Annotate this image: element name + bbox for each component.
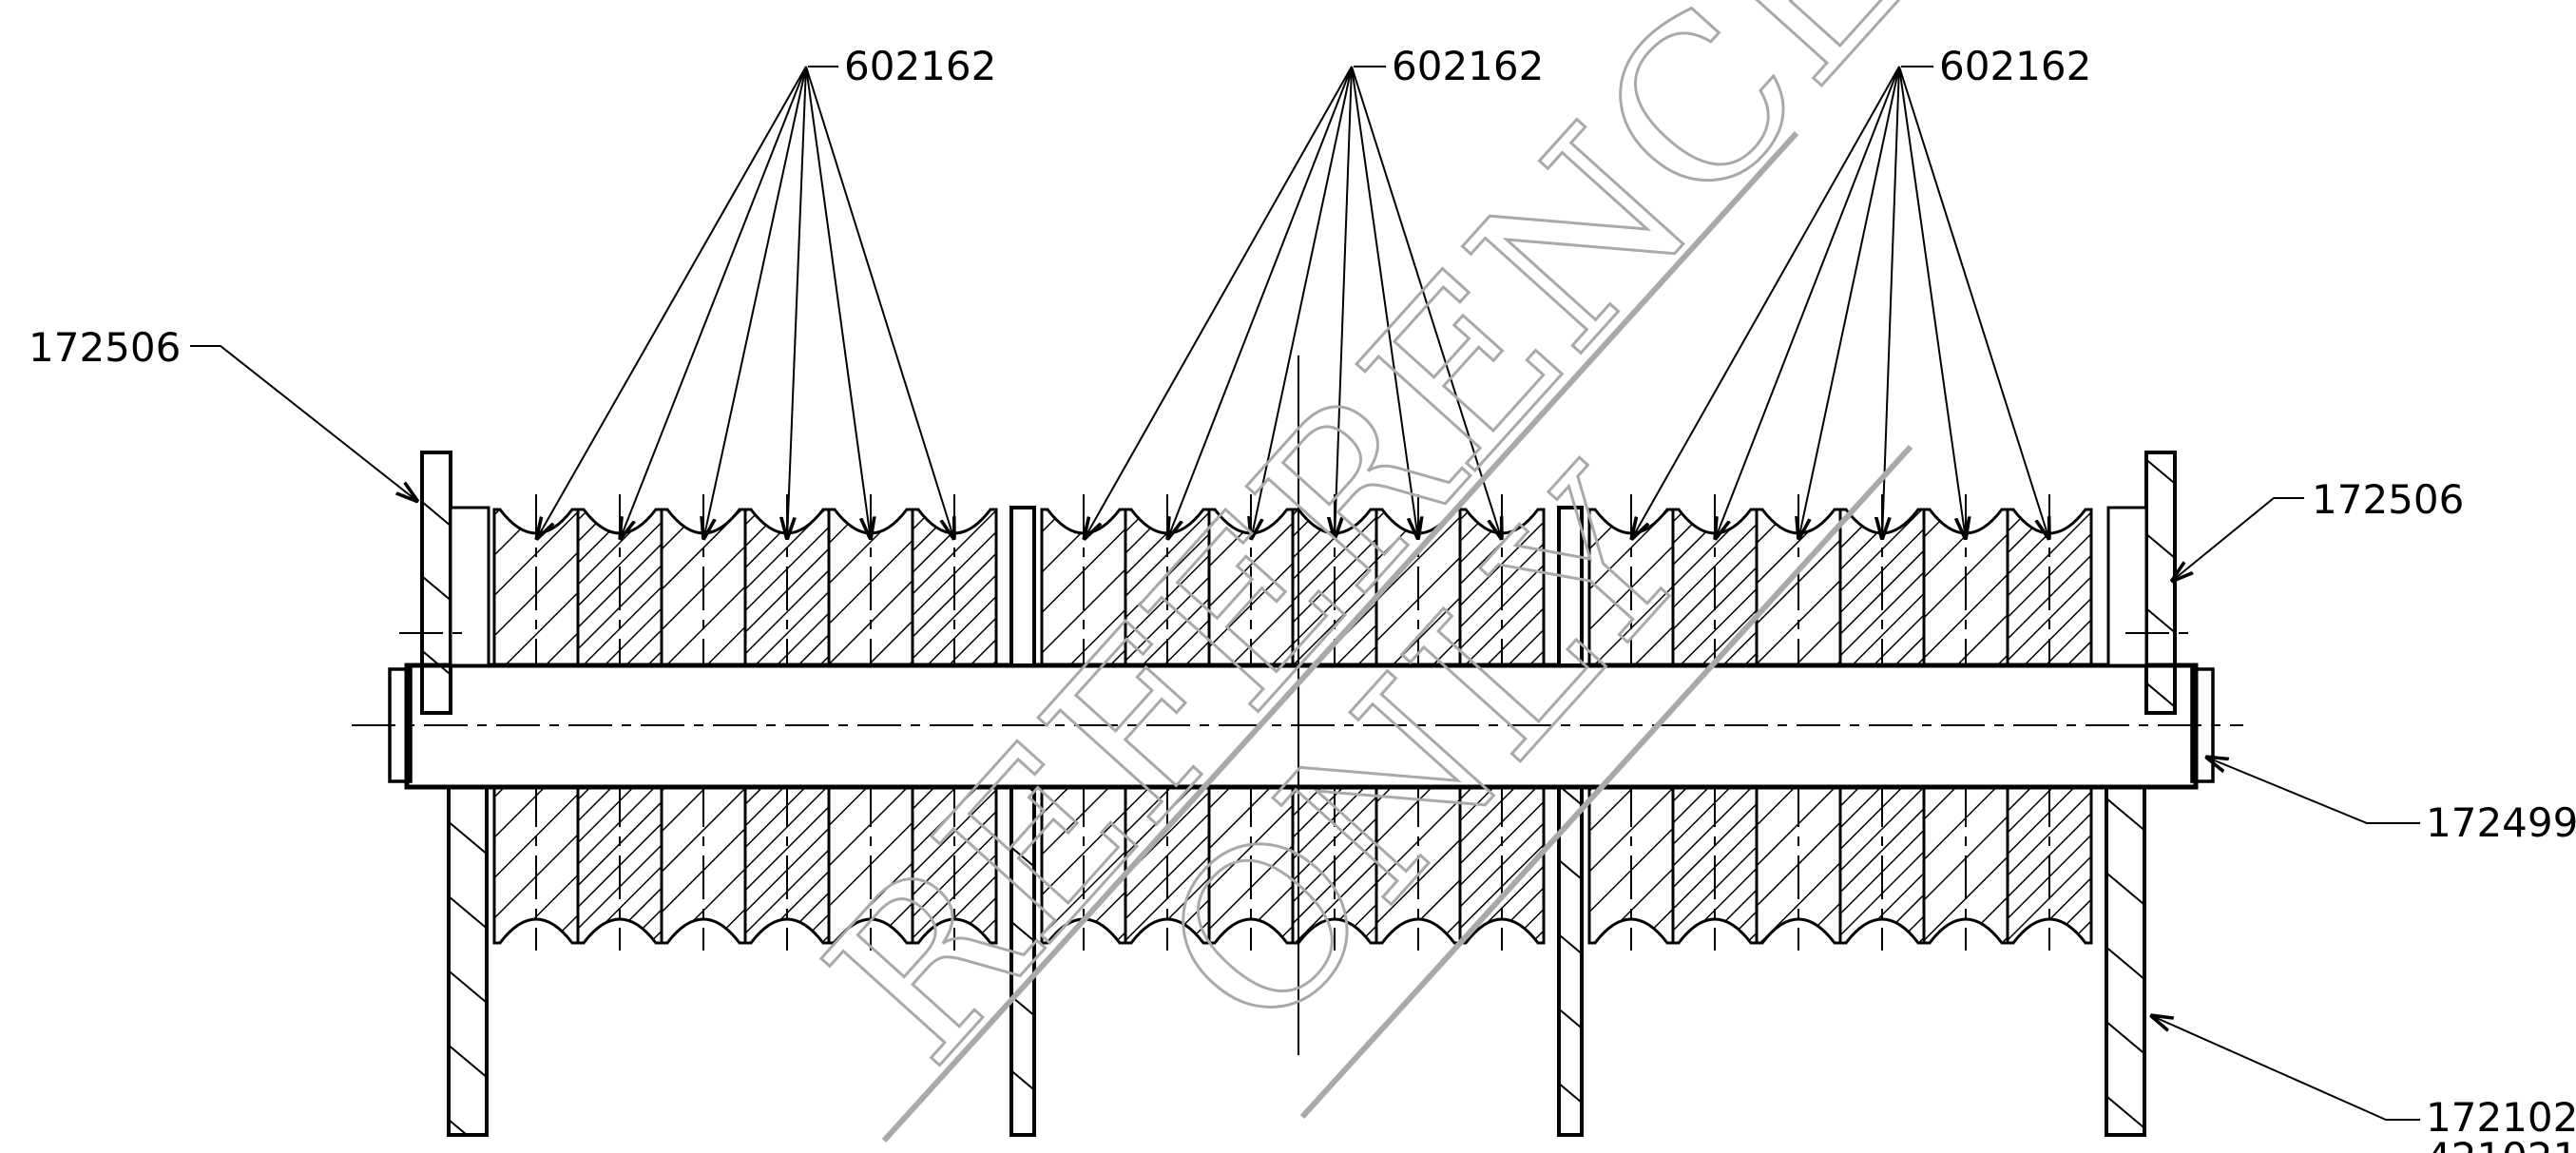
leader-line	[1335, 66, 1353, 540]
leader-line	[1084, 66, 1353, 540]
leader-line	[787, 66, 807, 540]
leader-line	[1351, 66, 1502, 540]
roller-part-label-1: 602162	[844, 43, 996, 89]
leader-line	[805, 66, 871, 540]
leader-line	[536, 66, 807, 540]
leader-line	[805, 66, 954, 540]
end-collar-left-label: 172506	[29, 324, 181, 371]
leader-line	[1631, 66, 1900, 540]
leader-line	[1798, 66, 1900, 540]
leader-line	[1882, 66, 1900, 540]
roller-stack	[492, 494, 2093, 951]
leader-lines	[536, 66, 2049, 540]
end-collar-left	[399, 451, 490, 715]
shaft-label: 172499	[2426, 799, 2576, 846]
leader-line	[1898, 66, 1966, 540]
shaft	[352, 663, 2243, 790]
end-collar-right-label: 172506	[2312, 476, 2464, 523]
end-collar-right	[2106, 451, 2198, 715]
leader-line	[1715, 66, 1900, 540]
leader-line	[1251, 66, 1353, 540]
leader-line	[703, 66, 807, 540]
leader-line	[1351, 66, 1418, 540]
callout-labels: 602162 602162 602162 172506 172506 17249…	[29, 43, 2576, 1153]
roller-part-label-2: 602162	[1392, 43, 1544, 89]
leader-line	[620, 66, 807, 540]
plate-label-1: 172102	[2426, 1094, 2576, 1141]
leader-line	[1898, 66, 2049, 540]
plate-label-2: 421021	[2426, 1134, 2576, 1153]
support-plates	[447, 506, 2146, 1137]
roller-part-label-3: 602162	[1939, 43, 2091, 89]
leader-line	[1167, 66, 1353, 540]
